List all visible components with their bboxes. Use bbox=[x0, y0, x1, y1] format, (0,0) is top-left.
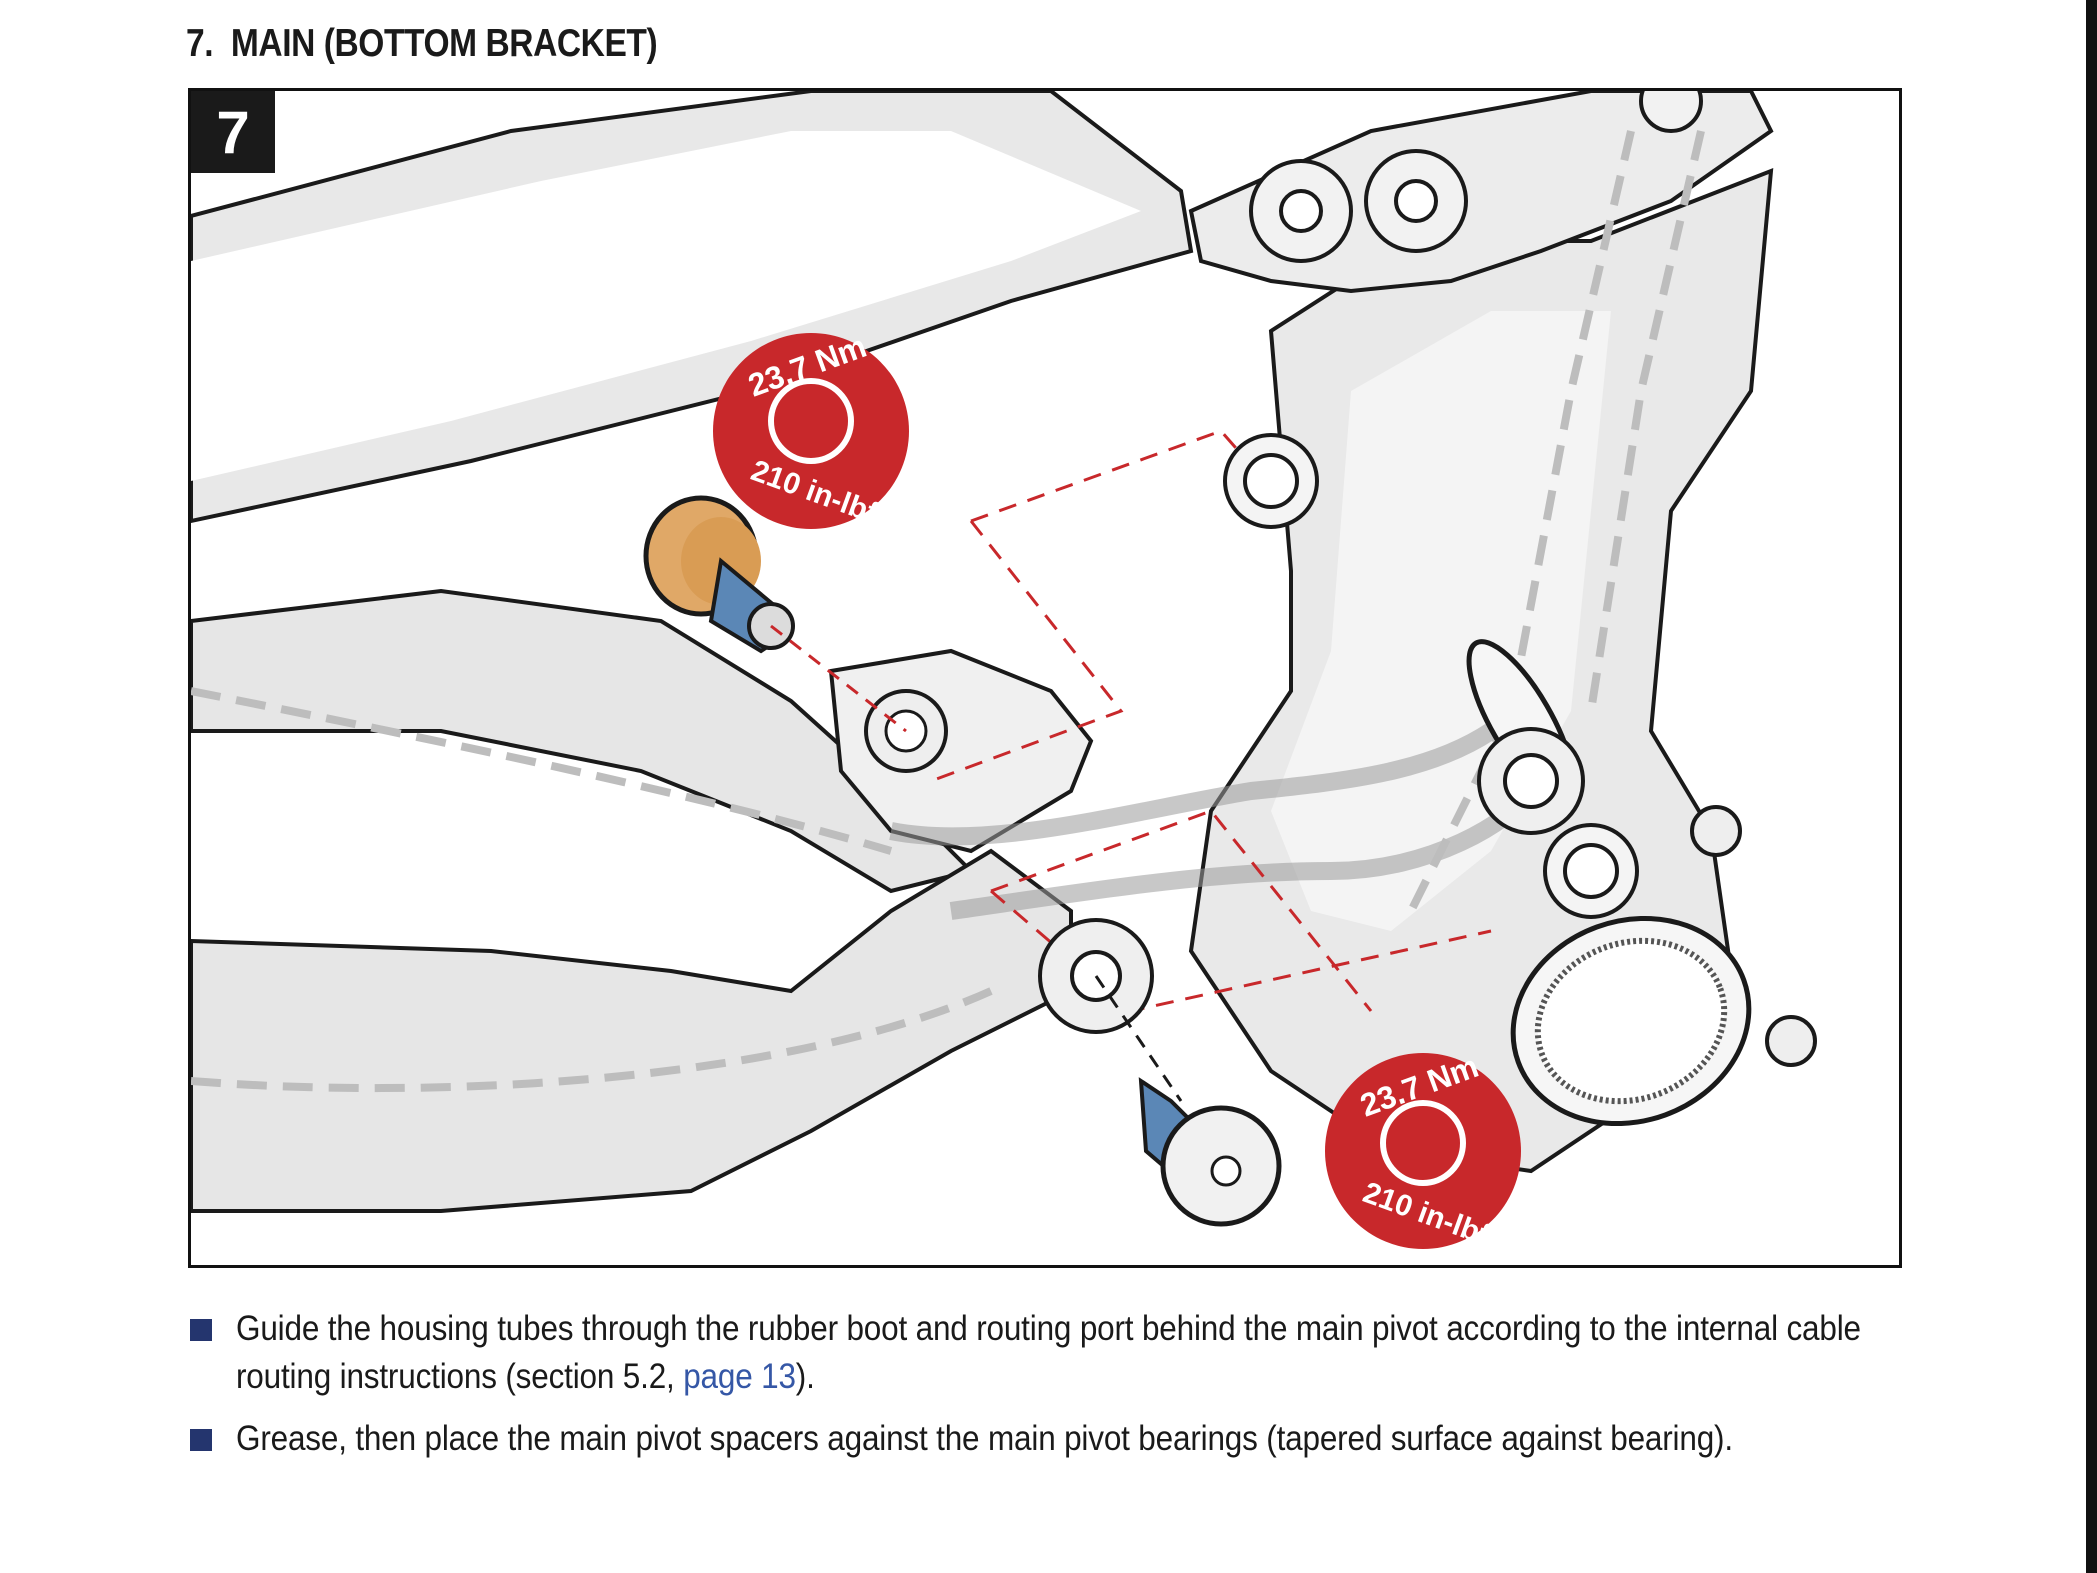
bearing-right-inner bbox=[1503, 753, 1559, 809]
cable-housing-2 bbox=[949, 785, 1539, 920]
internal-routing-upper bbox=[191, 687, 893, 855]
bullet-square-icon bbox=[190, 1429, 212, 1451]
torque-socket-icon-upper bbox=[768, 378, 854, 464]
instruction-text: Guide the housing tubes through the rubb… bbox=[236, 1309, 1861, 1396]
small-mount-2 bbox=[1765, 1015, 1817, 1067]
bottom-bracket-thread bbox=[1534, 937, 1728, 1105]
instruction-item: Grease, then place the main pivot spacer… bbox=[190, 1415, 1910, 1463]
instruction-item: Guide the housing tubes through the rubb… bbox=[190, 1305, 1910, 1401]
spacer-lower-hole bbox=[1563, 843, 1619, 899]
section-title: MAIN (BOTTOM BRACKET) bbox=[230, 22, 658, 65]
torque-socket-icon-lower bbox=[1380, 1100, 1466, 1186]
spacer-upper-hole bbox=[1243, 453, 1299, 509]
instruction-list: Guide the housing tubes through the rubb… bbox=[190, 1305, 1910, 1477]
section-heading: 7. MAIN (BOTTOM BRACKET) bbox=[186, 22, 658, 66]
bullet-square-icon bbox=[190, 1319, 212, 1341]
step-number-badge: 7 bbox=[191, 91, 275, 173]
internal-routing-seat bbox=[1407, 130, 1635, 913]
link-pivot-2-bolt bbox=[1394, 179, 1438, 223]
torque-badge-upper: 23.7 Nm 210 in-lbf bbox=[713, 328, 909, 530]
link-pivot-3 bbox=[1639, 91, 1703, 133]
page-edge-border bbox=[2086, 0, 2097, 1573]
small-mount-1 bbox=[1690, 805, 1742, 857]
link-pivot-1-bolt bbox=[1279, 189, 1323, 233]
top-left-tube-inner bbox=[191, 131, 1141, 481]
bolt-lower-guide bbox=[1094, 975, 1183, 1102]
frame-drawing: 23.7 Nm 210 in-lbf 23.7 Nm 210 in-lbf bbox=[191, 91, 1899, 1265]
cable-housing-1 bbox=[889, 723, 1496, 846]
bolt-lower-socket bbox=[1210, 1155, 1242, 1187]
instruction-text: Grease, then place the main pivot spacer… bbox=[236, 1419, 1733, 1458]
assembly-illustration: 23.7 Nm 210 in-lbf 23.7 Nm 210 in-lbf 7 bbox=[188, 88, 1902, 1268]
section-number: 7. bbox=[186, 22, 214, 65]
page-reference-link[interactable]: page 13 bbox=[683, 1357, 796, 1396]
internal-routing-seat-2 bbox=[1587, 130, 1705, 712]
bolt-upper-guide bbox=[770, 624, 907, 733]
internal-routing-lower bbox=[191, 987, 993, 1093]
